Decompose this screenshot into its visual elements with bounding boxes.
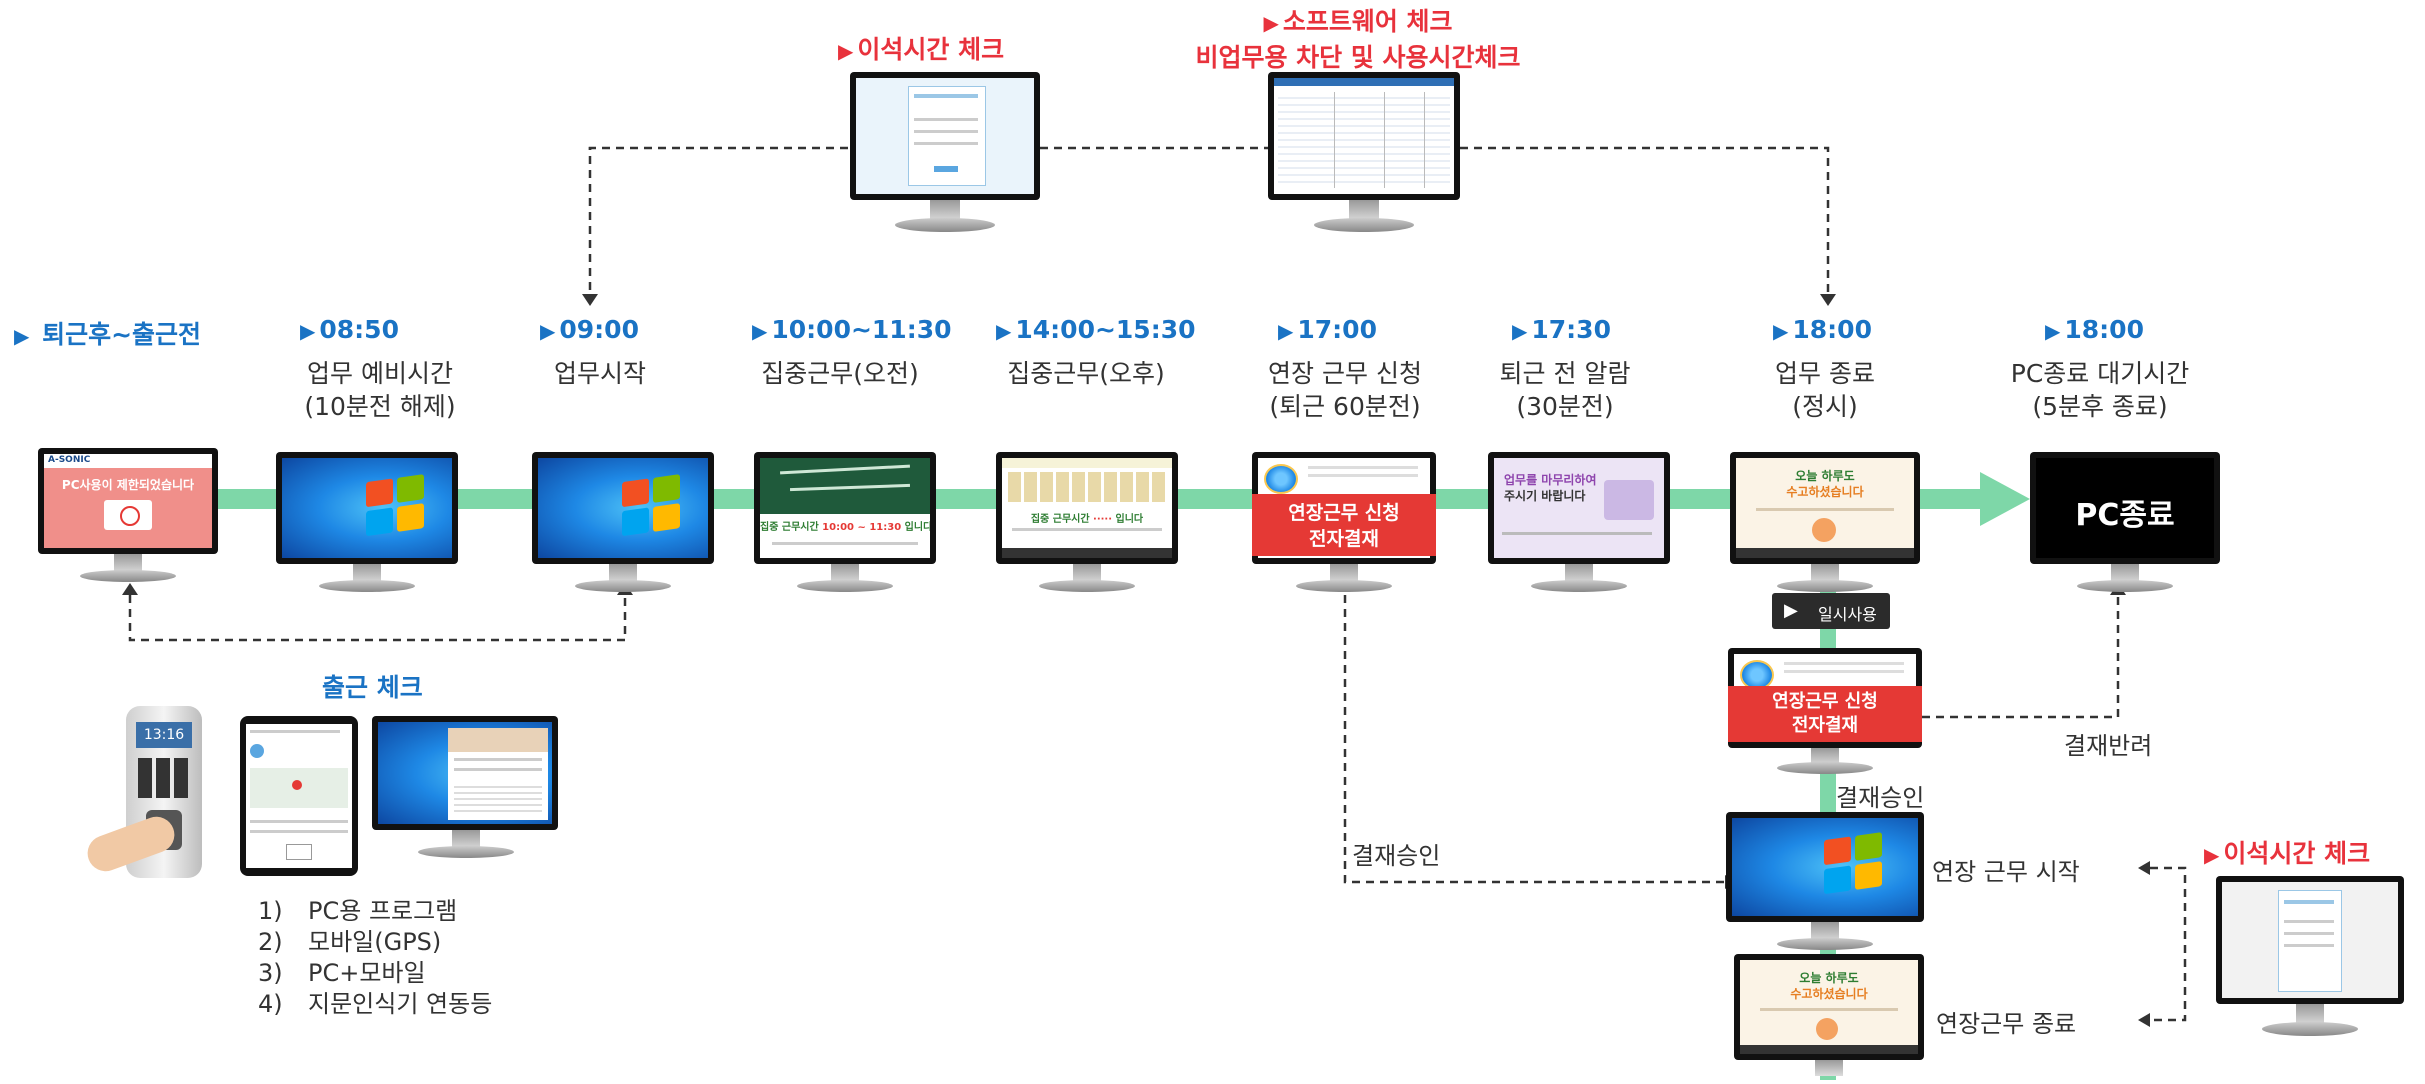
approve-left-dashed <box>1343 595 1725 884</box>
overtime-start-label: 연장 근무 시작 <box>1932 858 2080 886</box>
overtime-end-label: 연장근무 종료 <box>1936 1010 2077 1038</box>
approve-right-label: 결재승인 <box>1836 784 1925 812</box>
time-label-4: ▶14:00~15:30 <box>996 315 1196 344</box>
away-check-monitor-right <box>2216 876 2404 1046</box>
top-left-dashed <box>588 146 848 294</box>
monitor-work-end: 오늘 하루도 수고하셨습니다 <box>1730 452 1920 602</box>
time-label-2: ▶09:00 <box>540 315 639 344</box>
play-icon: ▶ <box>1784 600 1798 621</box>
time-label-8: ▶18:00 <box>2045 315 2144 344</box>
top-right-dashed <box>1460 146 1830 294</box>
time-label-6: ▶17:30 <box>1512 315 1611 344</box>
reject-label: 결재반려 <box>2064 732 2153 760</box>
away-check-right-label: ▶이석시간 체크 <box>2204 839 2371 868</box>
desc-6: 퇴근 전 알람(30분전) <box>1499 359 1631 421</box>
desc-3: 집중근무(오전) <box>761 359 919 388</box>
time-label-0: ▶ 퇴근후~출근전 <box>14 320 202 349</box>
list-item: 1)PC용 프로그램 <box>258 897 458 925</box>
time-label-3: ▶10:00~11:30 <box>752 315 952 344</box>
monitor-windows-0900 <box>532 452 714 602</box>
monitor-overtime-start <box>1726 812 1924 960</box>
monitor-overtime-end: 오늘 하루도 수고하셨습니다 <box>1734 954 1924 1082</box>
checkin-loop-dashed <box>128 595 627 642</box>
time-label-7: ▶18:00 <box>1773 315 1872 344</box>
list-item: 2)모바일(GPS) <box>258 928 442 956</box>
away-check-right-dashed <box>2150 866 2187 1022</box>
software-check-monitor <box>1268 72 1460 248</box>
monitor-alarm: 업무를 마무리하여 주시기 바랍니다 <box>1488 452 1670 602</box>
list-item: 3)PC+모바일 <box>258 959 426 987</box>
desc-4: 집중근무(오후) <box>1007 359 1165 388</box>
away-check-top-label: ▶이석시간 체크 <box>838 35 1005 64</box>
timeline-arrowhead <box>1980 472 2030 526</box>
approve-left-label: 결재승인 <box>1352 842 1441 870</box>
time-label-5: ▶17:00 <box>1278 315 1377 344</box>
fingerprint-reader-image: 13:16 <box>82 706 208 892</box>
monitor-focus-pm: 집중 근무시간 ····· 입니다 <box>996 452 1178 602</box>
pc-program-monitor <box>372 716 558 866</box>
desc-1: 업무 예비시간(10분전 해제) <box>304 359 456 421</box>
pause-use-button[interactable]: ▶ 일시사용 <box>1772 593 1890 629</box>
monitor-windows-0850 <box>276 452 458 602</box>
away-check-monitor-top <box>850 72 1040 248</box>
mobile-phone-image <box>240 716 358 876</box>
desc-7: 업무 종료(정시) <box>1775 359 1875 421</box>
monitor-pc-end: PC종료 <box>2030 452 2220 602</box>
reject-dashed <box>1922 595 2120 719</box>
desc-5: 연장 근무 신청(퇴근 60분전) <box>1268 359 1422 421</box>
time-label-1: ▶08:50 <box>300 315 399 344</box>
checkin-methods-list: 1)PC용 프로그램 2)모바일(GPS) 3)PC+모바일 4)지문인식기 연… <box>258 896 492 1020</box>
software-check-label: ▶소프트웨어 체크 비업무용 차단 및 사용시간체크 <box>1195 7 1521 72</box>
monitor-focus-am: 집중 근무시간 10:00 ~ 11:30 입니다 <box>754 452 936 602</box>
list-item: 4)지문인식기 연동등 <box>258 990 493 1018</box>
desc-2: 업무시작 <box>553 359 646 388</box>
monitor-restricted: A-SONIC PC사용이 제한되었습니다 <box>38 448 218 598</box>
desc-8: PC종료 대기시간(5분후 종료) <box>2010 359 2190 421</box>
checkin-title: 출근 체크 <box>322 673 423 702</box>
